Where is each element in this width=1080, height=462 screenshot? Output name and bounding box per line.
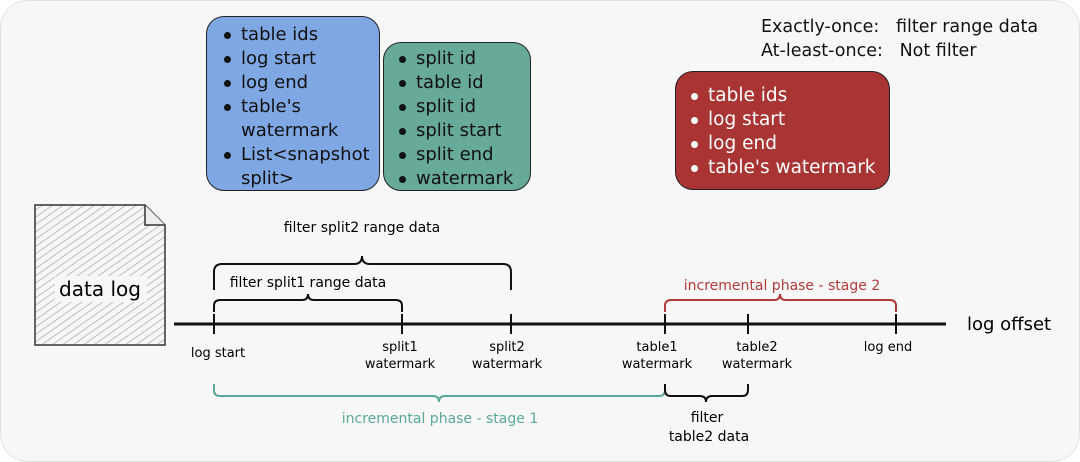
- teal-item: split id: [394, 95, 530, 119]
- tick-label-split1-line2: watermark: [365, 357, 436, 372]
- snapshot-split-box: split id table id split id split start s…: [383, 42, 531, 191]
- red-item: table ids: [686, 84, 889, 108]
- table2-brace-label-line2: table2 data: [669, 429, 749, 445]
- split2-brace-label: filter split2 range data: [284, 220, 441, 236]
- tick-label-log-end: log end: [864, 340, 912, 355]
- teal-item: split id: [394, 47, 530, 71]
- teal-item: table id: [394, 71, 530, 95]
- teal-item: split end: [394, 143, 530, 167]
- snapshot-split-meta-box: table ids log start log end table's wate…: [206, 16, 380, 191]
- axis-label: log offset: [967, 314, 1051, 335]
- table2-brace: [664, 384, 749, 403]
- stage1-brace: [213, 384, 666, 403]
- axis-ticks: [213, 314, 897, 334]
- red-item: log end: [686, 132, 889, 156]
- binlog-split-box: table ids log start log end table's wate…: [675, 71, 890, 190]
- split1-brace: [213, 293, 403, 312]
- blue-item: log end: [219, 71, 379, 95]
- stage2-brace-label: incremental phase - stage 2: [684, 278, 880, 294]
- tick-label-table2-line2: watermark: [722, 357, 793, 372]
- exactly-once-note: Exactly-once: filter range data: [761, 17, 1039, 37]
- at-least-once-note: At-least-once: Not filter: [761, 41, 977, 61]
- tick-label-table1-line2: watermark: [622, 357, 693, 372]
- split1-brace-label: filter split1 range data: [230, 275, 387, 291]
- blue-item: log start: [219, 47, 379, 71]
- blue-item: table's watermark: [219, 95, 371, 143]
- split2-brace: [213, 255, 512, 290]
- tick-label-split1: split1: [382, 340, 418, 355]
- file-label: data log: [59, 277, 141, 301]
- tick-label-split2-line2: watermark: [472, 357, 543, 372]
- stage2-brace: [664, 293, 897, 312]
- teal-item: watermark: [394, 167, 530, 191]
- teal-item: split start: [394, 119, 530, 143]
- file-icon: [34, 204, 166, 346]
- table2-brace-label: filter: [691, 410, 724, 426]
- red-item: log start: [686, 108, 889, 132]
- tick-label-split2: split2: [489, 340, 525, 355]
- blue-item: table ids: [219, 23, 379, 47]
- tick-label-table2: table2: [736, 340, 777, 355]
- blue-item: List<snapshot split>: [219, 143, 381, 191]
- tick-label-log-start: log start: [191, 346, 245, 361]
- stage1-brace-label: incremental phase - stage 1: [342, 411, 538, 427]
- tick-label-table1: table1: [636, 340, 677, 355]
- red-item: table's watermark: [686, 156, 889, 180]
